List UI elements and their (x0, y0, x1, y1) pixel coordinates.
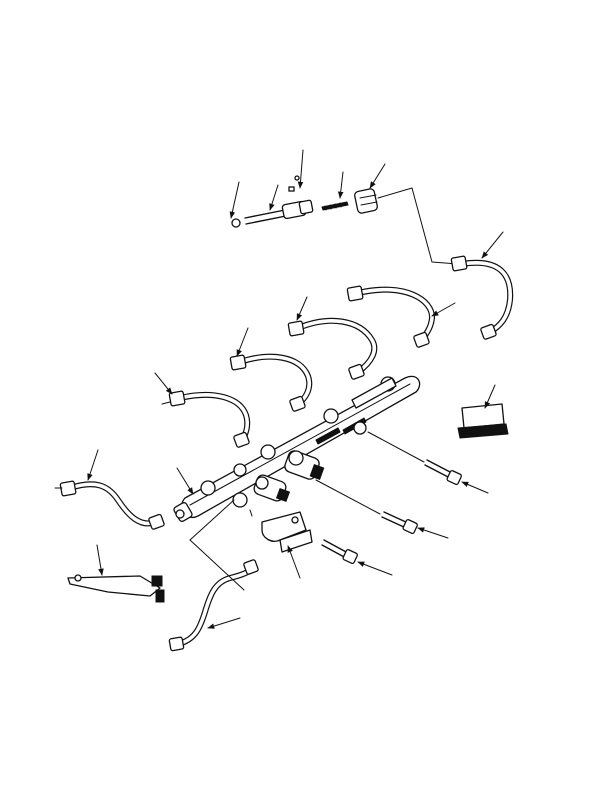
leader-nut-to-line (377, 187, 459, 265)
label-plate (457, 403, 509, 439)
rail-sensors (232, 421, 367, 508)
tube-fittings (59, 255, 497, 652)
clamp-bracket (67, 574, 165, 603)
injector-lines (67, 259, 514, 647)
mounting-bolts (321, 459, 462, 565)
support-bracket (261, 511, 313, 553)
injector-assembly (231, 175, 378, 228)
alignment-lines (189, 431, 425, 591)
callout-leaders (54, 149, 504, 629)
